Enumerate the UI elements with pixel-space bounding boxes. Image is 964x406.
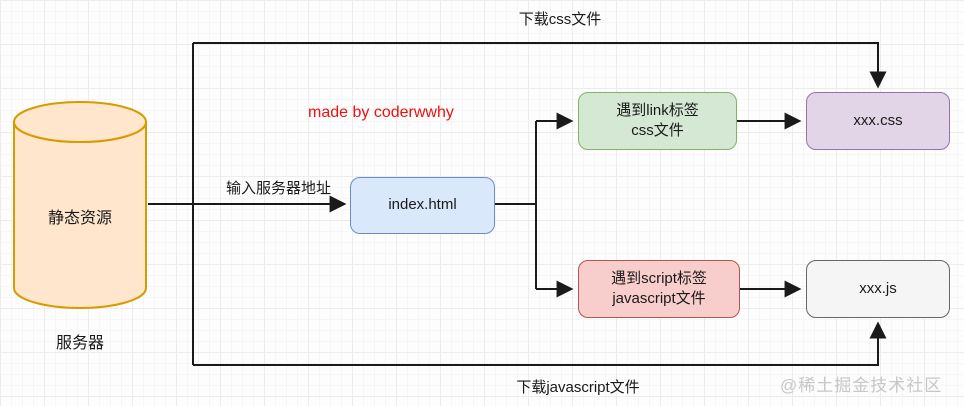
index-html-label: index.html xyxy=(388,196,457,214)
static-resource-label: 静态资源 xyxy=(47,210,112,227)
css-file-node: xxx.css xyxy=(806,92,950,150)
download-js-edge-label: 下载javascript文件 xyxy=(516,379,640,396)
edge-download-css xyxy=(193,42,887,89)
script-tag-line2: javascript文件 xyxy=(612,290,706,307)
link-tag-line1: 遇到link标签 xyxy=(616,101,699,119)
js-file-node: xxx.js xyxy=(806,260,950,318)
watermark-text: @稀土掘金技术社区 xyxy=(780,376,943,395)
download-css-edge-label: 下载css文件 xyxy=(518,11,602,28)
credit-text: made by coderwwhy xyxy=(308,104,454,121)
script-tag-line1: 遇到script标签 xyxy=(611,269,707,287)
link-tag-line2: css文件 xyxy=(631,122,684,139)
server-caption: 服务器 xyxy=(55,335,104,352)
script-tag-node: 遇到script标签 javascript文件 xyxy=(578,260,740,318)
css-file-label: xxx.css xyxy=(853,111,903,129)
index-html-node: index.html xyxy=(350,177,495,234)
edge-index-branch xyxy=(495,121,537,289)
edge-download-js xyxy=(193,321,887,366)
static-resource-cylinder: 静态资源 xyxy=(12,100,148,310)
input-server-address-edge-label: 输入服务器地址 xyxy=(225,180,331,197)
cylinder-shape-icon xyxy=(13,101,147,309)
js-file-label: xxx.js xyxy=(859,279,897,297)
link-tag-node: 遇到link标签 css文件 xyxy=(578,92,737,150)
